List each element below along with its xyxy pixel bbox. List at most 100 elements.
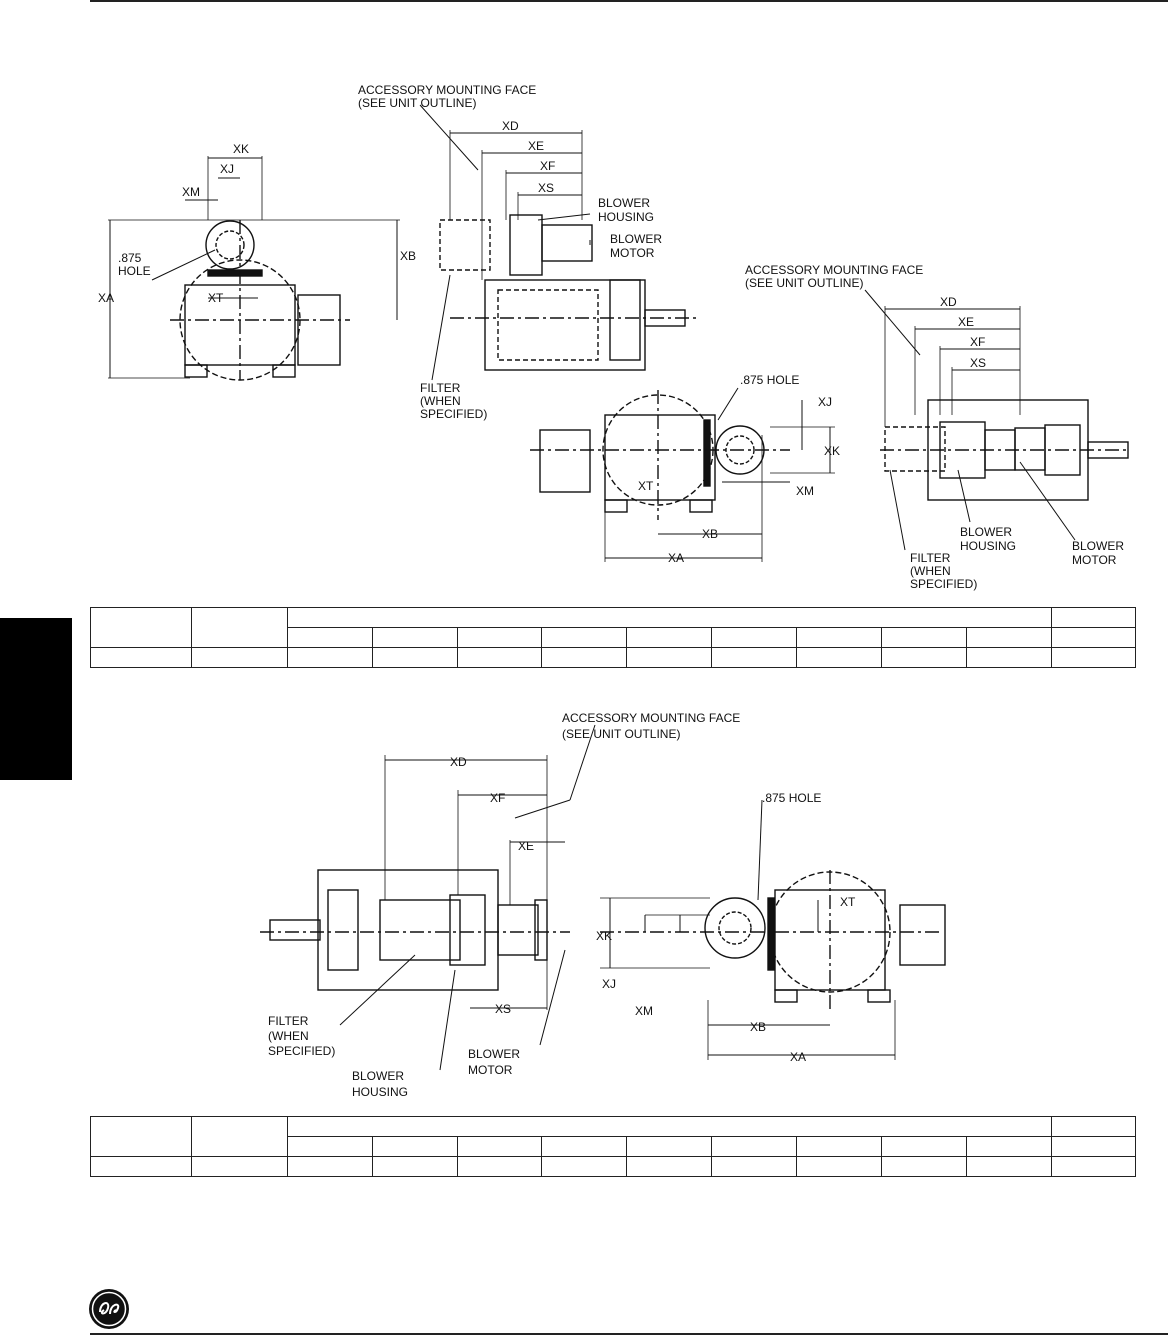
table-cell (881, 627, 967, 648)
side-view-d (864, 289, 1130, 551)
top-outline-drawing: XK XJ XM XA XB XT .875 HOLE ACCESSORY MO… (98, 83, 1130, 591)
table-cell (372, 1156, 458, 1177)
filter-1b: (WHEN (420, 394, 461, 408)
table-cell (541, 627, 627, 648)
dim-xe-4: XE (958, 315, 974, 329)
filter-1a: FILTER (420, 381, 461, 395)
blower-housing-1a: BLOWER (598, 196, 650, 210)
table-cell (626, 1156, 712, 1177)
table-cell (1051, 647, 1137, 668)
table-cell (457, 1136, 542, 1157)
table-cell (881, 1156, 967, 1177)
filter-3b: (WHEN (268, 1029, 309, 1043)
dim-xd-5: XD (450, 755, 467, 769)
bottom-outline-drawing: ACCESSORY MOUNTING FACE (SEE UNIT OUTLIN… (260, 711, 946, 1099)
table-cell (457, 647, 542, 668)
housing-3a: BLOWER (352, 1069, 404, 1083)
table-cell (1051, 1156, 1137, 1177)
table-cell (541, 1136, 627, 1157)
dim-xs-2: XS (538, 181, 554, 195)
table-cell (457, 627, 542, 648)
housing-3b: HOUSING (352, 1085, 408, 1099)
dim-xj-3: XJ (818, 395, 832, 409)
side-view-b (419, 104, 700, 381)
filter-2a: FILTER (910, 551, 951, 565)
table-cell (965, 647, 1053, 668)
blower-housing-1b: HOUSING (598, 210, 654, 224)
top-figure: XK XJ XM XA XB XT .875 HOLE ACCESSORY MO… (90, 70, 1150, 600)
dim-xd-4: XD (940, 295, 957, 309)
table-cell (711, 627, 797, 648)
table-cell (796, 1156, 882, 1177)
section-tab (0, 618, 72, 780)
blower-motor-1b: MOTOR (610, 246, 655, 260)
dim-xe-2: XE (528, 139, 544, 153)
dim-xt-1: XT (208, 291, 224, 305)
bottom-rule (90, 1333, 1168, 1335)
table-cell (90, 1116, 192, 1157)
dim-xk-6: XK (596, 929, 612, 943)
table-cell (372, 627, 458, 648)
dim-xf-5: XF (490, 791, 505, 805)
table-cell (541, 647, 627, 668)
table-cell (90, 647, 192, 668)
dim-xf-2: XF (540, 159, 555, 173)
table-cell (286, 1116, 1053, 1137)
table-row (90, 607, 1137, 648)
side-view-e (260, 724, 596, 1071)
front-view-c (530, 387, 835, 562)
bottom-figure: ACCESSORY MOUNTING FACE (SEE UNIT OUTLIN… (240, 700, 1160, 1110)
filter-3c: SPECIFIED) (268, 1044, 335, 1058)
table-cell (287, 1136, 373, 1157)
hole-label-2: .875 HOLE (740, 373, 799, 387)
table-cell (711, 647, 797, 668)
hole-label-3: .875 HOLE (762, 791, 821, 805)
table-cell (191, 607, 288, 648)
filter-2c: SPECIFIED) (910, 577, 977, 591)
table-cell (796, 1136, 882, 1157)
table-cell (372, 647, 458, 668)
table-row (90, 647, 1137, 668)
dim-xd-2: XD (502, 119, 519, 133)
accessory-label-1: ACCESSORY MOUNTING FACE (358, 83, 536, 97)
dim-xk-3: XK (824, 444, 840, 458)
blower-housing-2a: BLOWER (960, 525, 1012, 539)
dim-xj-6: XJ (602, 977, 616, 991)
table-cell (796, 627, 882, 648)
hole-label-1a: .875 (118, 251, 142, 265)
front-view-f (600, 799, 946, 1060)
table-cell (191, 647, 288, 668)
accessory-label-3: ACCESSORY MOUNTING FACE (562, 711, 740, 725)
blower-motor-2b: MOTOR (1072, 553, 1117, 567)
ge-logo-icon (88, 1288, 130, 1330)
dimension-table-bottom (90, 1116, 1137, 1177)
filter-3a: FILTER (268, 1014, 309, 1028)
dim-xb-1: XB (400, 249, 416, 263)
dim-xs-4: XS (970, 356, 986, 370)
blower-motor-1a: BLOWER (610, 232, 662, 246)
table-cell (965, 1136, 1053, 1157)
top-rule (90, 0, 1168, 2)
table-row (90, 1116, 1137, 1157)
table-cell (881, 647, 967, 668)
table-cell (965, 1156, 1053, 1177)
filter-1c: SPECIFIED) (420, 407, 487, 421)
blower-housing-2b: HOUSING (960, 539, 1016, 553)
accessory-sub-3: (SEE UNIT OUTLINE) (562, 727, 680, 741)
dim-xe-5: XE (518, 839, 534, 853)
dim-xs-5: XS (495, 1002, 511, 1016)
dim-xt-6: XT (840, 895, 856, 909)
table-cell (796, 647, 882, 668)
table-cell (541, 1156, 627, 1177)
table-cell (287, 647, 373, 668)
dim-xm-6: XM (635, 1004, 653, 1018)
dim-xt-3: XT (638, 479, 654, 493)
front-view-a (108, 156, 400, 381)
table-cell (287, 627, 373, 648)
dim-xm-3: XM (796, 484, 814, 498)
dim-xm-1: XM (182, 185, 200, 199)
table-cell (191, 1156, 288, 1177)
table-cell (626, 627, 712, 648)
dim-xb-3: XB (702, 527, 718, 541)
dim-xa-6: XA (790, 1050, 806, 1064)
